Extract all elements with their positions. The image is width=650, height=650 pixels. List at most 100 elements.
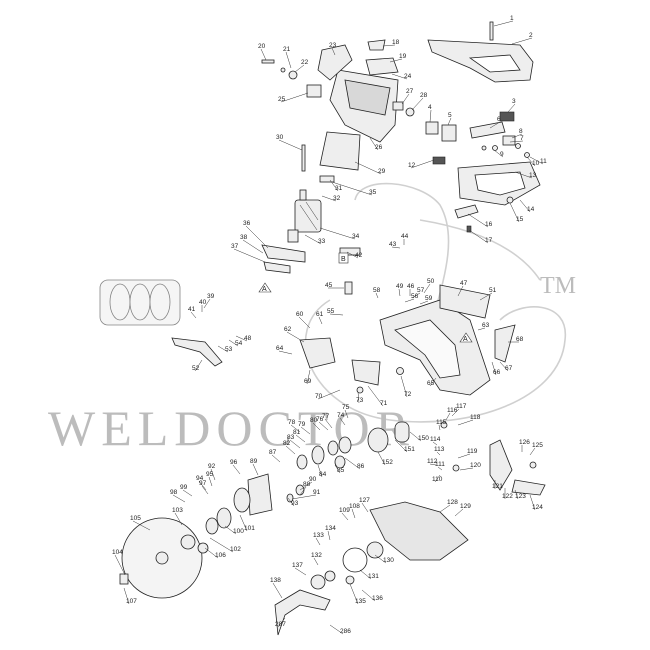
part-label-152: 152 bbox=[382, 459, 393, 466]
leader-line-108 bbox=[351, 508, 356, 519]
leader-line-82 bbox=[285, 445, 296, 455]
leader-line-93 bbox=[287, 497, 295, 507]
leader-line-37 bbox=[233, 248, 266, 263]
part-label-14: 14 bbox=[527, 206, 535, 213]
leader-line-14 bbox=[519, 199, 531, 213]
part-label-61: 61 bbox=[316, 311, 324, 318]
part-label-1: 1 bbox=[510, 15, 514, 22]
part-label-81: 81 bbox=[293, 429, 301, 436]
leader-line-32 bbox=[321, 195, 337, 202]
leader-line-96 bbox=[232, 464, 241, 475]
blade-guard-group bbox=[119, 501, 469, 636]
leader-line-16 bbox=[467, 213, 489, 228]
lever-group bbox=[440, 421, 546, 496]
part-label-64: 64 bbox=[276, 345, 284, 352]
part-label-10: 10 bbox=[532, 160, 540, 167]
part-label-22: 22 bbox=[301, 59, 309, 66]
leader-line-114 bbox=[432, 441, 438, 446]
leader-line-62 bbox=[286, 331, 305, 343]
part-label-30: 30 bbox=[276, 134, 284, 141]
leader-line-54 bbox=[228, 339, 239, 347]
part-label-94: 94 bbox=[196, 475, 204, 482]
part-label-104: 104 bbox=[112, 549, 123, 556]
leader-line-100 bbox=[224, 525, 237, 535]
leader-line-41 bbox=[190, 311, 197, 319]
part-label-91: 91 bbox=[313, 489, 321, 496]
leader-line-13 bbox=[514, 171, 533, 179]
leader-line-91 bbox=[291, 494, 317, 500]
part-label-67: 67 bbox=[505, 365, 513, 372]
part-label-135: 135 bbox=[355, 598, 366, 605]
part-label-102: 102 bbox=[230, 546, 241, 553]
part-label-69: 69 bbox=[304, 378, 312, 385]
part-label-87: 87 bbox=[269, 449, 277, 456]
leader-line-127 bbox=[361, 502, 369, 513]
part-label-49: 49 bbox=[396, 283, 404, 290]
leader-line-88 bbox=[299, 486, 307, 496]
leader-line-124 bbox=[529, 494, 536, 511]
leader-line-78 bbox=[290, 424, 301, 433]
part-label-105: 105 bbox=[130, 515, 141, 522]
leader-line-35 bbox=[331, 181, 373, 196]
part-label-109: 109 bbox=[339, 507, 350, 514]
part-label-62: 62 bbox=[284, 326, 292, 333]
part-label-99: 99 bbox=[180, 484, 188, 491]
leader-line-3 bbox=[507, 103, 516, 113]
leader-line-27 bbox=[401, 93, 410, 105]
leader-line-125 bbox=[529, 447, 536, 456]
part-label-123: 123 bbox=[515, 493, 526, 500]
part-label-17: 17 bbox=[485, 237, 493, 244]
part-label-37: 37 bbox=[231, 243, 239, 250]
leader-line-2 bbox=[511, 37, 533, 45]
leader-line-10 bbox=[526, 156, 536, 167]
leader-line-77 bbox=[324, 418, 333, 429]
part-label-93: 93 bbox=[291, 500, 299, 507]
part-label-113: 113 bbox=[434, 446, 445, 453]
part-label-18: 18 bbox=[392, 39, 400, 46]
part-label-90: 90 bbox=[309, 476, 317, 483]
leader-line-48 bbox=[235, 335, 248, 342]
leader-line-104 bbox=[114, 554, 126, 576]
leader-line-11 bbox=[529, 156, 544, 165]
leader-line-110 bbox=[434, 474, 441, 483]
leader-line-6 bbox=[489, 121, 501, 129]
part-label-20: 20 bbox=[258, 43, 266, 50]
leader-line-107 bbox=[123, 587, 130, 605]
part-label-83: 83 bbox=[287, 434, 295, 441]
leader-line-117 bbox=[451, 408, 460, 417]
part-label-48: 48 bbox=[244, 335, 252, 342]
leader-line-86 bbox=[344, 457, 361, 470]
leader-line-19 bbox=[389, 58, 403, 63]
part-label-95: 95 bbox=[206, 471, 214, 478]
part-label-33: 33 bbox=[318, 238, 326, 245]
part-label-35: 35 bbox=[369, 189, 377, 196]
part-label-85: 85 bbox=[337, 467, 345, 474]
part-label-8: 8 bbox=[519, 128, 523, 135]
part-label-112: 112 bbox=[427, 458, 438, 465]
part-label-51: 51 bbox=[489, 287, 497, 294]
part-label-36: 36 bbox=[243, 220, 251, 227]
part-label-32: 32 bbox=[333, 195, 341, 202]
part-label-125: 125 bbox=[532, 442, 543, 449]
part-label-98: 98 bbox=[170, 489, 178, 496]
leader-line-128 bbox=[439, 504, 451, 513]
leader-line-74 bbox=[339, 417, 346, 426]
part-label-110: 110 bbox=[432, 476, 443, 483]
part-label-137: 137 bbox=[292, 562, 303, 569]
leader-line-4 bbox=[429, 109, 432, 123]
leader-line-51 bbox=[479, 292, 493, 301]
leader-line-69 bbox=[306, 369, 311, 385]
leader-line-72 bbox=[400, 375, 408, 398]
leader-line-64 bbox=[278, 350, 293, 355]
part-label-27: 27 bbox=[406, 88, 414, 95]
leader-line-12 bbox=[410, 159, 435, 169]
leader-line-33 bbox=[304, 234, 322, 245]
leader-line-109 bbox=[341, 512, 349, 521]
part-label-42: 42 bbox=[355, 252, 363, 259]
part-label-71: 71 bbox=[380, 400, 388, 407]
part-label-100: 100 bbox=[233, 528, 244, 535]
part-label-86: 86 bbox=[357, 463, 365, 470]
leader-line-106 bbox=[204, 547, 219, 559]
leader-line-133 bbox=[315, 537, 321, 546]
